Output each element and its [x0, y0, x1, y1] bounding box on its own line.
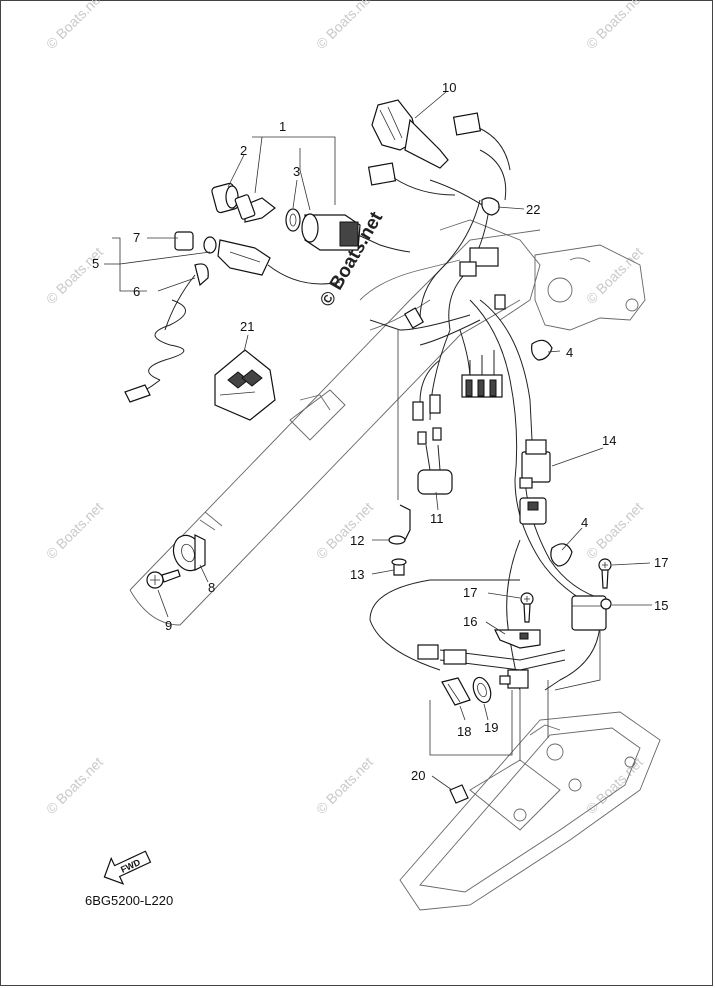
watermark: © Boats.net [43, 499, 106, 562]
handle-bracket [534, 244, 646, 331]
part-label-3: 3 [293, 164, 300, 179]
part-label-20: 20 [411, 768, 425, 783]
part-18-grommet [441, 677, 471, 706]
part-1-main-switch [211, 182, 411, 253]
wiring-harness [369, 149, 606, 691]
part-label-10: 10 [442, 80, 456, 95]
part-label-9: 9 [165, 618, 172, 633]
part-9-screw [146, 569, 181, 589]
part-label-7: 7 [133, 230, 140, 245]
part-label-4: 4 [566, 345, 573, 360]
part-16-bracket [494, 629, 541, 649]
part-label-6: 6 [133, 284, 140, 299]
part-21-grip [214, 349, 276, 421]
connector-cluster [403, 247, 506, 398]
part-5-stop-switch [124, 231, 341, 403]
part-20-tag [449, 784, 469, 804]
part-label-16: 16 [463, 614, 477, 629]
leader-lines [104, 91, 652, 791]
part-22-clamp [481, 197, 500, 216]
tiller-handle [129, 219, 541, 626]
part-8-grommet [172, 534, 206, 572]
part-label-14: 14 [602, 433, 616, 448]
watermark: © Boats.net [583, 499, 646, 562]
part-label-17: 17 [463, 585, 477, 600]
part-label-11: 11 [430, 511, 444, 526]
watermark: © Boats.net [43, 754, 106, 817]
part-14-connector [519, 439, 551, 525]
part-number-labels: 1 2 3 4 4 5 6 7 8 9 10 11 12 13 14 15 16… [92, 80, 668, 783]
part-label-1: 1 [279, 119, 286, 134]
diagram-code: 6BG5200-L220 [85, 893, 173, 908]
part-label-12: 12 [350, 533, 364, 548]
watermark: © Boats.net [313, 754, 376, 817]
part-4-clip [531, 339, 573, 567]
watermark: © Boats.net [313, 0, 376, 52]
fwd-arrow: FWD [103, 850, 152, 885]
part-label-19: 19 [484, 720, 498, 735]
part-label-4: 4 [581, 515, 588, 530]
part-15-box [571, 595, 612, 631]
part-17-screw [520, 558, 612, 623]
part-label-17: 17 [654, 555, 668, 570]
part-label-21: 21 [240, 319, 254, 334]
part-label-18: 18 [457, 724, 471, 739]
part-label-15: 15 [654, 598, 668, 613]
watermark: © Boats.net [43, 0, 106, 52]
part-label-13: 13 [350, 567, 364, 582]
part-19-grommet [472, 676, 492, 704]
part-13-bolt [391, 558, 407, 576]
watermark: © Boats.net [313, 499, 376, 562]
watermark: © Boats.net [43, 244, 106, 307]
part-label-22: 22 [526, 202, 540, 217]
part-10-connector [367, 99, 511, 196]
part-label-2: 2 [240, 143, 247, 158]
bottom-bracket [399, 711, 661, 911]
watermark: © Boats.net [583, 0, 646, 52]
bottom-connectors [417, 644, 529, 689]
part-label-8: 8 [208, 580, 215, 595]
part-label-5: 5 [92, 256, 99, 271]
part-12-bracket [388, 504, 411, 545]
watermark: © Boats.net [583, 244, 646, 307]
part-11-relay [412, 359, 453, 495]
watermarks: © Boats.net © Boats.net © Boats.net © Bo… [43, 0, 646, 817]
